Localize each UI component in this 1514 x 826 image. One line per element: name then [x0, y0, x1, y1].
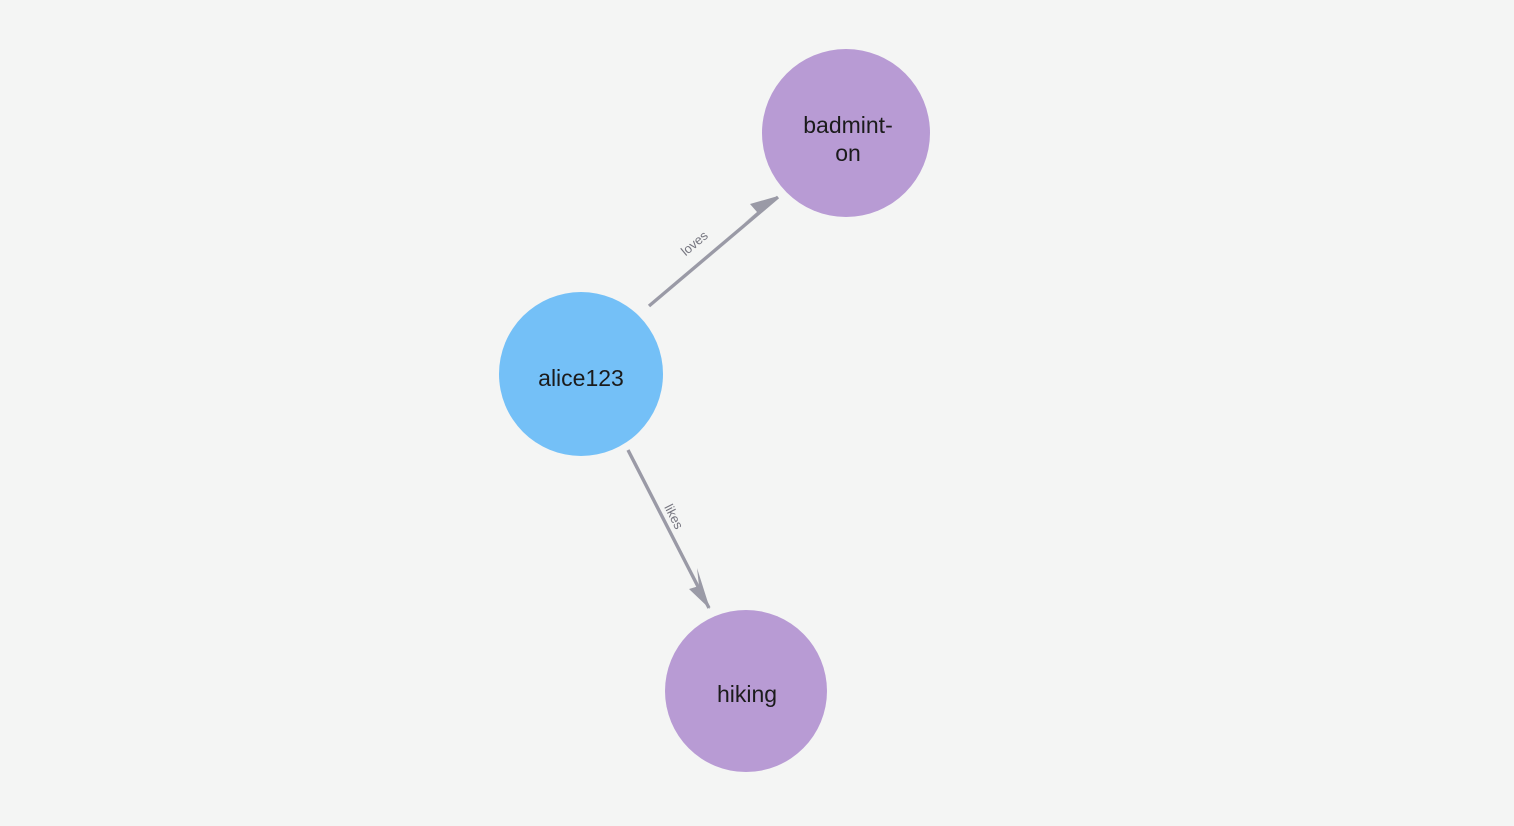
node-circle-hiking[interactable] — [665, 610, 827, 772]
node-label-hiking: hiking — [717, 681, 777, 707]
node-label-badminton-line2: on — [835, 140, 861, 166]
edge-arrowhead — [689, 568, 710, 609]
node-hiking[interactable]: hiking — [665, 610, 827, 772]
node-alice123[interactable]: alice123 — [499, 292, 663, 456]
node-label-alice123: alice123 — [538, 365, 624, 391]
node-label-badminton-line1: badmint- — [803, 112, 892, 138]
edge-line — [626, 449, 711, 609]
edge-alice123-likes-hiking[interactable]: likes — [626, 449, 711, 609]
edge-label-likes: likes — [661, 502, 686, 532]
node-circle-alice123[interactable] — [499, 292, 663, 456]
node-badminton[interactable]: badmint- on — [762, 49, 930, 217]
edge-arrowhead — [743, 196, 778, 224]
edge-alice123-loves-badminton[interactable]: loves — [647, 195, 780, 308]
nodes-layer: alice123 badmint- on hiking — [499, 49, 930, 772]
node-circle-badminton[interactable] — [762, 49, 930, 217]
edge-line — [647, 195, 780, 308]
edge-label-loves: loves — [678, 227, 711, 258]
